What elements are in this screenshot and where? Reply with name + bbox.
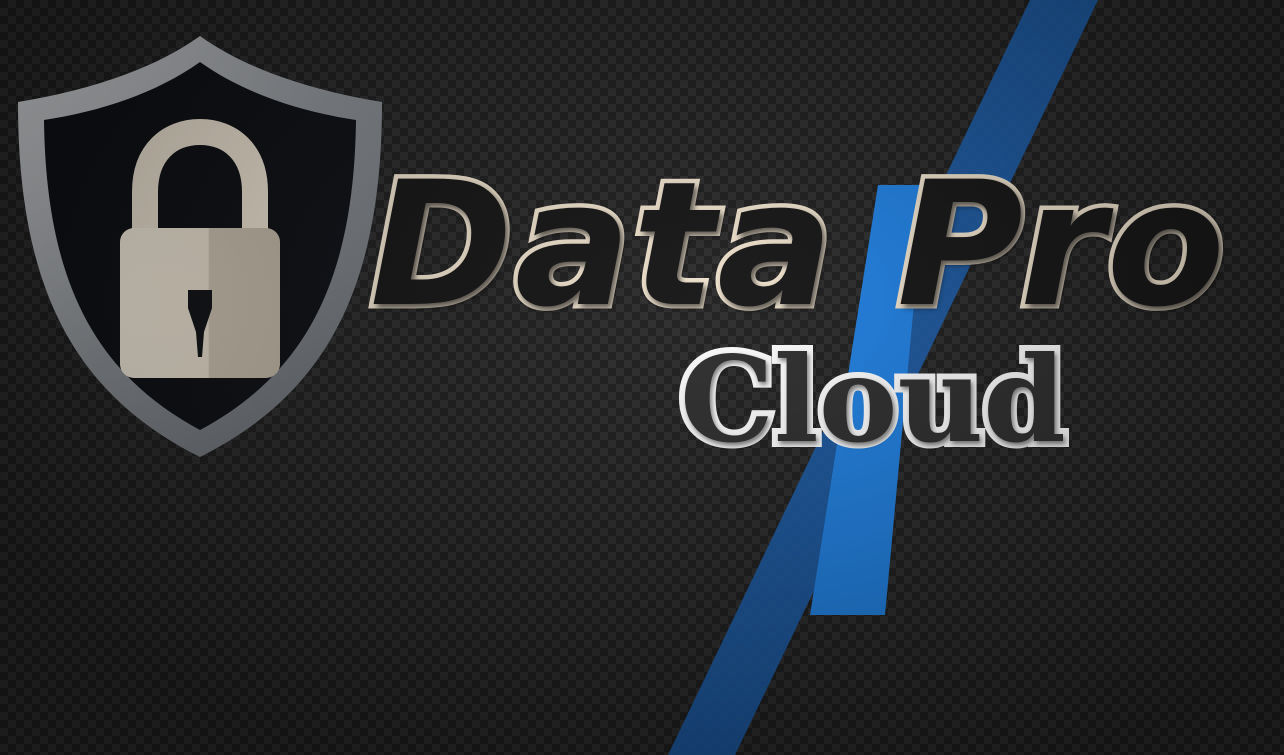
padlock-keyhole — [188, 290, 212, 357]
brand-title: Data Pro — [366, 144, 1230, 345]
brand-subtitle: Cloud — [674, 324, 1072, 475]
padlock-shackle — [132, 118, 268, 237]
shield-padlock-icon — [18, 36, 382, 457]
stripe-narrow — [810, 185, 925, 615]
